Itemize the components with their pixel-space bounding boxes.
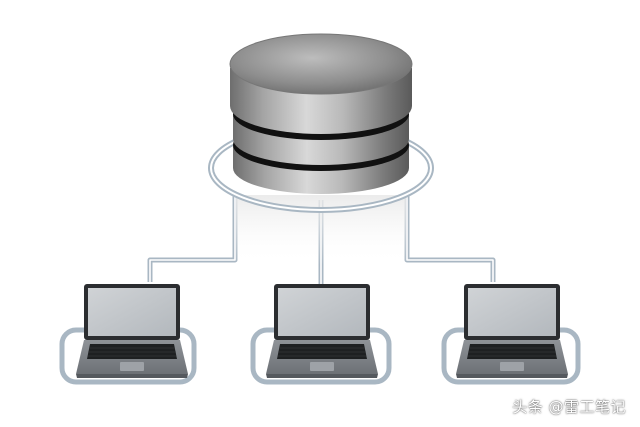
client-laptops	[75, 283, 569, 379]
connector-left	[147, 192, 238, 282]
laptop-icon	[265, 283, 379, 379]
database-server-icon	[229, 33, 413, 194]
laptop-icon	[75, 283, 189, 379]
laptop-icon	[455, 283, 569, 379]
connector-right	[404, 192, 496, 282]
watermark: 头条 @雷工笔记	[512, 398, 626, 416]
